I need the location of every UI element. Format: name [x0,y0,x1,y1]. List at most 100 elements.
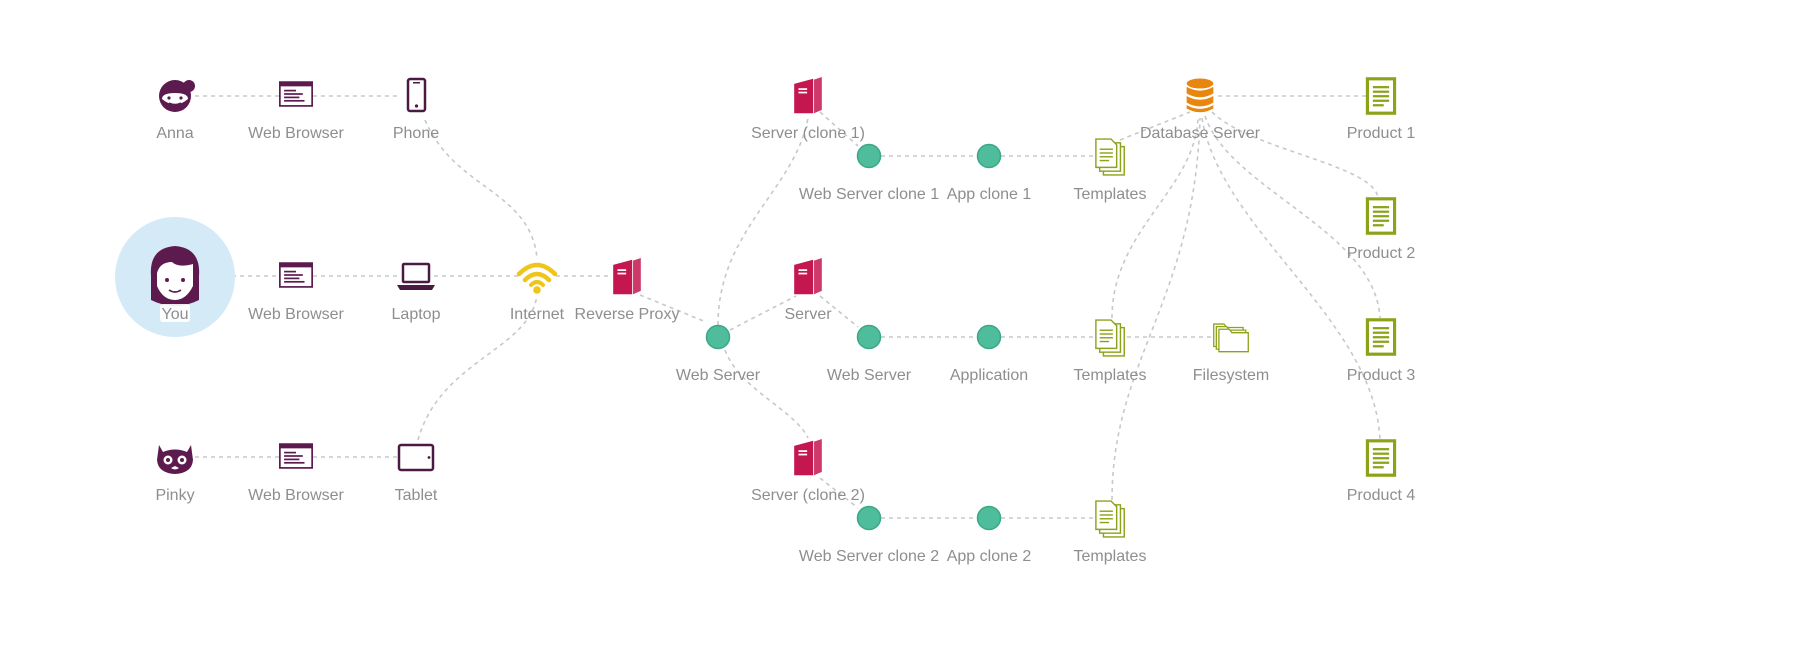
node-reverse-proxy[interactable]: Reverse Proxy [575,258,680,323]
node-label: Web Server clone 2 [799,548,939,565]
server-icon [613,258,641,295]
node-label: Web Server [676,367,761,384]
node-label: Reverse Proxy [575,306,680,323]
node-you[interactable]: You [115,217,235,337]
edge-server-ws [819,295,859,328]
edge-webserver-clone1 [717,117,809,326]
documents-icon [1095,138,1125,176]
node-anna: Anna [156,80,195,142]
node-label: Internet [510,306,565,323]
node-server-clone1[interactable]: Server (clone 1) [751,77,865,142]
node-web-server[interactable]: Web Server [676,324,761,385]
node-label: Server [784,306,832,323]
node-label: Server (clone 1) [751,125,865,142]
node-internet[interactable]: Internet [510,262,565,323]
node-pinky-browser[interactable]: Web Browser [248,443,345,504]
edge-templates-db [1111,117,1199,319]
node-label: Phone [393,125,439,142]
circle-node-icon [976,505,1002,531]
boy-face-icon [150,246,200,306]
circle-node-icon [856,505,882,531]
node-label: Application [950,367,1028,384]
browser-window-icon [279,443,313,469]
circle-node-icon [976,324,1002,350]
node-label: Pinky [155,487,194,504]
node-tablet[interactable]: Tablet [395,443,438,504]
server-icon [794,258,822,295]
node-label: Templates [1074,186,1147,203]
node-web-server-main[interactable]: Web Server [827,324,912,385]
node-label: Templates [1074,367,1147,384]
circle-node-icon [856,324,882,350]
documents-icon [1095,319,1125,357]
node-label: Product 3 [1347,367,1416,384]
node-label: Web Browser [248,487,344,504]
node-templates-clone2[interactable]: Templates [1074,500,1147,565]
node-phone[interactable]: Phone [393,77,439,142]
node-label: Templates [1074,548,1147,565]
edges [195,95,1381,519]
node-label: Web Server clone 1 [799,186,939,203]
node-laptop[interactable]: Laptop [392,262,441,323]
edge-phone-internet [424,119,538,259]
node-label: Filesystem [1193,367,1269,384]
browser-window-icon [279,262,313,288]
circle-node-icon [856,143,882,169]
document-icon [1365,439,1397,477]
edge-db-product3 [1204,115,1381,319]
edge-db-product4 [1201,117,1381,441]
node-product-2[interactable]: Product 2 [1347,197,1416,262]
phone-icon [406,77,427,113]
node-product-4[interactable]: Product 4 [1347,439,1416,504]
node-web-server-clone1[interactable]: Web Server clone 1 [799,143,939,204]
tablet-icon [397,443,435,472]
server-icon [794,77,822,114]
node-label: You [162,306,189,323]
documents-icon [1095,500,1125,538]
node-label: Product 4 [1347,487,1416,504]
node-label: Web Server [827,367,912,384]
wifi-icon [516,262,558,294]
node-product-1[interactable]: Product 1 [1347,77,1416,142]
node-filesystem[interactable]: Filesystem [1193,323,1269,384]
browser-window-icon [279,81,313,107]
node-web-server-clone2[interactable]: Web Server clone 2 [799,505,939,566]
node-server-clone2[interactable]: Server (clone 2) [751,439,865,504]
node-templates[interactable]: Templates [1074,319,1147,384]
node-label: App clone 2 [947,548,1032,565]
edge-tablet-internet [417,294,538,441]
node-label: Anna [156,125,193,142]
edge-clone1-ws1 [819,111,859,147]
node-server[interactable]: Server [784,258,832,323]
document-icon [1365,318,1397,356]
node-label: Web Browser [248,306,344,323]
server-icon [794,439,822,476]
edge-db-product2 [1211,111,1379,199]
node-app-clone1[interactable]: App clone 1 [947,143,1032,204]
edge-clone2-ws2 [819,477,859,509]
node-label: Product 1 [1347,125,1416,142]
edge-proxy-webserver [639,294,707,323]
node-label: Tablet [395,487,438,504]
node-app-clone2[interactable]: App clone 2 [947,505,1032,566]
laptop-icon [397,262,435,290]
node-label: Laptop [392,306,441,323]
document-icon [1365,77,1397,115]
girl-face-icon [159,80,195,112]
node-label: Web Browser [248,125,344,142]
document-icon [1365,197,1397,235]
node-product-3[interactable]: Product 3 [1347,318,1416,384]
database-icon [1186,78,1214,113]
edge-webserver-clone2 [724,349,809,439]
node-you-browser[interactable]: Web Browser [248,262,345,323]
node-templates-clone1[interactable]: Templates [1074,138,1147,203]
node-anna-browser[interactable]: Web Browser [248,81,345,142]
node-label: App clone 1 [947,186,1032,203]
edge-templates2-db [1111,117,1201,501]
node-application[interactable]: Application [950,324,1028,385]
node-database-server[interactable]: Database Server [1140,78,1261,143]
circle-node-icon [705,324,731,350]
label-background [160,304,190,322]
node-label: Server (clone 2) [751,487,865,504]
